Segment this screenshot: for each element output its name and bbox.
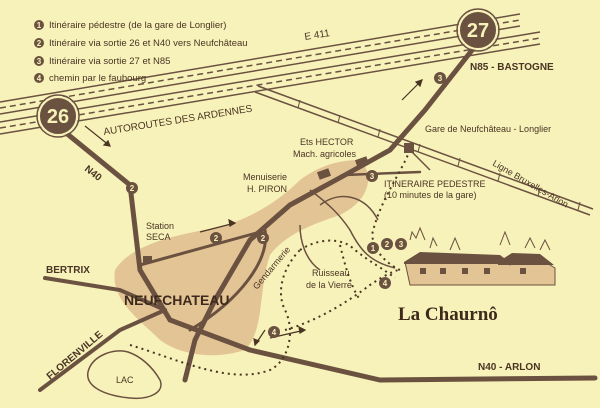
road-label-n40: N40 bbox=[82, 164, 104, 184]
marker-faubourg-4 bbox=[268, 326, 280, 338]
road-bertrix bbox=[43, 276, 167, 312]
marker-dest-4 bbox=[379, 277, 391, 289]
legend-item-4: chemin par le faubourg bbox=[49, 73, 146, 84]
buildings bbox=[143, 143, 414, 263]
road-label-n40-arlon: N40 - ARLON bbox=[478, 362, 540, 373]
road-seca bbox=[138, 230, 262, 267]
marker-label: 2 bbox=[261, 234, 266, 243]
marker-label: 3 bbox=[438, 74, 443, 83]
marker-label: 4 bbox=[383, 279, 388, 288]
marker-dest-1 bbox=[367, 242, 379, 254]
gare-building bbox=[404, 143, 414, 153]
exit-26-label: 26 bbox=[47, 106, 69, 128]
town-label: NEUFCHATEAU bbox=[124, 292, 230, 308]
marker-label: 4 bbox=[272, 328, 277, 337]
exit-27-shield: 27 bbox=[456, 8, 500, 52]
walking-path bbox=[129, 149, 411, 376]
marker-n85-3 bbox=[434, 72, 446, 84]
road-label-e411: E 411 bbox=[304, 28, 331, 43]
marker-hector-3 bbox=[366, 170, 378, 182]
minor-roads bbox=[299, 149, 431, 271]
marker-label: 3 bbox=[399, 240, 404, 249]
place-label-ruisseau: Ruisseau bbox=[312, 268, 350, 278]
place-label-menuiserie-sub: H. PIRON bbox=[247, 184, 287, 194]
legend-item-1: Itinéraire pédestre (de la gare de Longl… bbox=[49, 20, 226, 31]
legend-num-3: 3 bbox=[37, 57, 42, 66]
place-label-hector-sub: Mach. agricoles bbox=[293, 149, 357, 159]
legend-num-1: 1 bbox=[37, 21, 42, 30]
exit-26-shield: 26 bbox=[36, 94, 80, 138]
marker-station-2 bbox=[210, 232, 222, 244]
road-label-bertrix: BERTRIX bbox=[46, 265, 90, 276]
place-label-gare: Gare de Neufchâteau - Longlier bbox=[425, 124, 551, 134]
legend-num-4: 4 bbox=[37, 74, 42, 83]
place-label-ruisseau-sub: de la Vierre bbox=[306, 280, 352, 290]
place-label-itineraire-sub: (10 minutes de la gare) bbox=[384, 190, 477, 200]
legend-badge-4 bbox=[34, 73, 44, 83]
place-label-station-sub: SECA bbox=[146, 232, 171, 242]
lake bbox=[87, 350, 162, 400]
piron-building bbox=[316, 168, 332, 180]
place-label-menuiserie: Menuiserie bbox=[243, 172, 287, 182]
legend-num-2: 2 bbox=[37, 39, 42, 48]
farmhouse-illustration bbox=[404, 226, 556, 286]
marker-label: 2 bbox=[130, 184, 135, 193]
road-n40-arlon bbox=[247, 347, 598, 383]
legend-badge-2 bbox=[34, 38, 44, 48]
place-label-itineraire: ITINERAIRE PEDESTRE bbox=[384, 179, 486, 189]
marker-n40-2 bbox=[126, 182, 138, 194]
legend-item-2: Itinéraire via sortie 26 et N40 vers Neu… bbox=[49, 38, 248, 49]
road-n40-north bbox=[57, 125, 253, 353]
marker-dest-3 bbox=[395, 238, 407, 250]
destination-label: La Chaurnô bbox=[398, 304, 498, 325]
marker-label: 3 bbox=[370, 172, 375, 181]
exit-27-label: 27 bbox=[467, 20, 489, 42]
road-n85 bbox=[182, 37, 483, 383]
marker-label: 2 bbox=[385, 240, 390, 249]
place-label-hector: Ets HECTOR bbox=[300, 137, 354, 147]
place-label-lac: LAC bbox=[116, 375, 134, 385]
autoroute-e411 bbox=[0, 13, 541, 135]
railway-line bbox=[254, 85, 594, 216]
legend-badge-1 bbox=[34, 20, 44, 30]
legend-badges: 1 2 3 4 bbox=[34, 20, 44, 83]
legend: Itinéraire pédestre (de la gare de Longl… bbox=[49, 20, 248, 84]
legend-badge-3 bbox=[34, 56, 44, 66]
marker-gendarmerie-2 bbox=[257, 232, 269, 244]
road-florenville bbox=[38, 308, 167, 392]
marker-label: 2 bbox=[214, 234, 219, 243]
road-label-autoroutes: AUTOROUTES DES ARDENNES bbox=[103, 104, 254, 138]
road-label-n85-bastogne: N85 - BASTOGNE bbox=[470, 62, 554, 73]
hector-building bbox=[354, 156, 370, 168]
route-marker-labels: 2 2 2 3 3 1 2 3 4 4 bbox=[130, 74, 443, 337]
route-markers bbox=[126, 72, 446, 338]
direction-arrows bbox=[84, 79, 423, 347]
seca-building bbox=[143, 256, 152, 263]
legend-item-3: Itinéraire via sortie 27 et N85 bbox=[49, 56, 170, 67]
marker-label: 1 bbox=[371, 244, 376, 253]
place-label-station: Station bbox=[146, 221, 174, 231]
road-station bbox=[343, 170, 422, 177]
marker-dest-2 bbox=[381, 238, 393, 250]
